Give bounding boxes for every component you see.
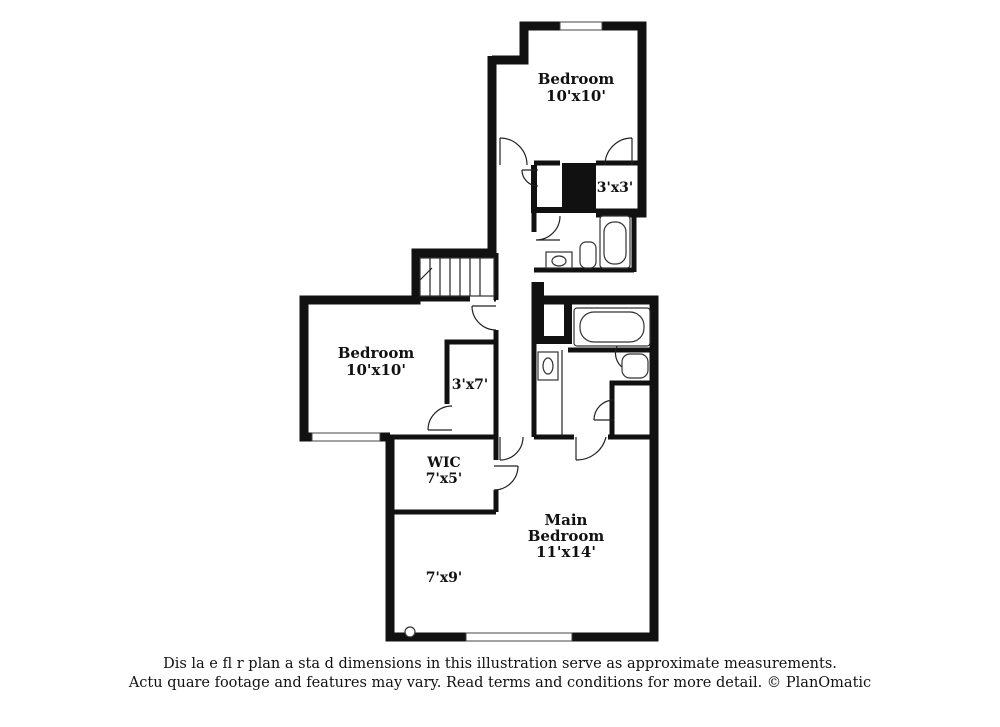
disclaimer: Dis la e fl r plan a sta d dimensions in… <box>0 655 1000 693</box>
staircase <box>419 257 495 297</box>
door-swing <box>535 215 561 241</box>
toilet <box>621 353 649 379</box>
doors <box>427 137 641 491</box>
door-swing <box>493 465 519 491</box>
floor-plan: Bedroom 10'x10' 3'x3' Bedroom 10'x10' 3'… <box>299 21 659 642</box>
main-bath-fixtures <box>537 307 651 381</box>
room-labels: Bedroom 10'x10' 3'x3' Bedroom 10'x10' 3'… <box>338 70 633 586</box>
interior-walls <box>390 160 654 515</box>
door-swing <box>521 169 539 187</box>
door-swing <box>604 137 633 166</box>
disclaimer-line-2: Actu quare footage and features may vary… <box>128 675 872 691</box>
hall-bath-fixtures <box>545 215 631 269</box>
room-size-left-closet: 3'x7' <box>452 377 488 393</box>
room-size-main-bedroom: 11'x14' <box>536 543 596 561</box>
room-size-wic: 7'x5' <box>426 471 462 487</box>
door-swing <box>575 436 607 461</box>
door-swing <box>499 436 524 461</box>
windows <box>311 21 603 642</box>
room-name-main-bedroom-1: Main <box>545 511 588 529</box>
room-size-left-bedroom: 10'x10' <box>346 361 406 379</box>
room-name-top-bedroom: Bedroom <box>538 70 615 88</box>
room-name-wic: WIC <box>426 455 460 471</box>
window-left-bedroom <box>311 432 381 442</box>
door-swing <box>427 405 453 431</box>
door-swing <box>593 399 615 421</box>
door-swing <box>471 305 497 331</box>
room-size-top-bedroom: 10'x10' <box>546 87 606 105</box>
room-name-left-bedroom: Bedroom <box>338 344 415 362</box>
room-name-main-bedroom-2: Bedroom <box>528 527 605 545</box>
window-top-bedroom <box>559 21 603 31</box>
toilet <box>579 241 597 269</box>
disclaimer-line-1: Dis la e fl r plan a sta d dimensions in… <box>163 656 837 672</box>
chimney-block <box>562 163 596 211</box>
floor-outlet-icon <box>404 626 416 638</box>
window-main-bedroom <box>465 632 573 642</box>
room-size-area: 7'x9' <box>426 570 462 586</box>
room-size-top-closet: 3'x3' <box>597 180 633 196</box>
door-swing <box>499 137 528 166</box>
